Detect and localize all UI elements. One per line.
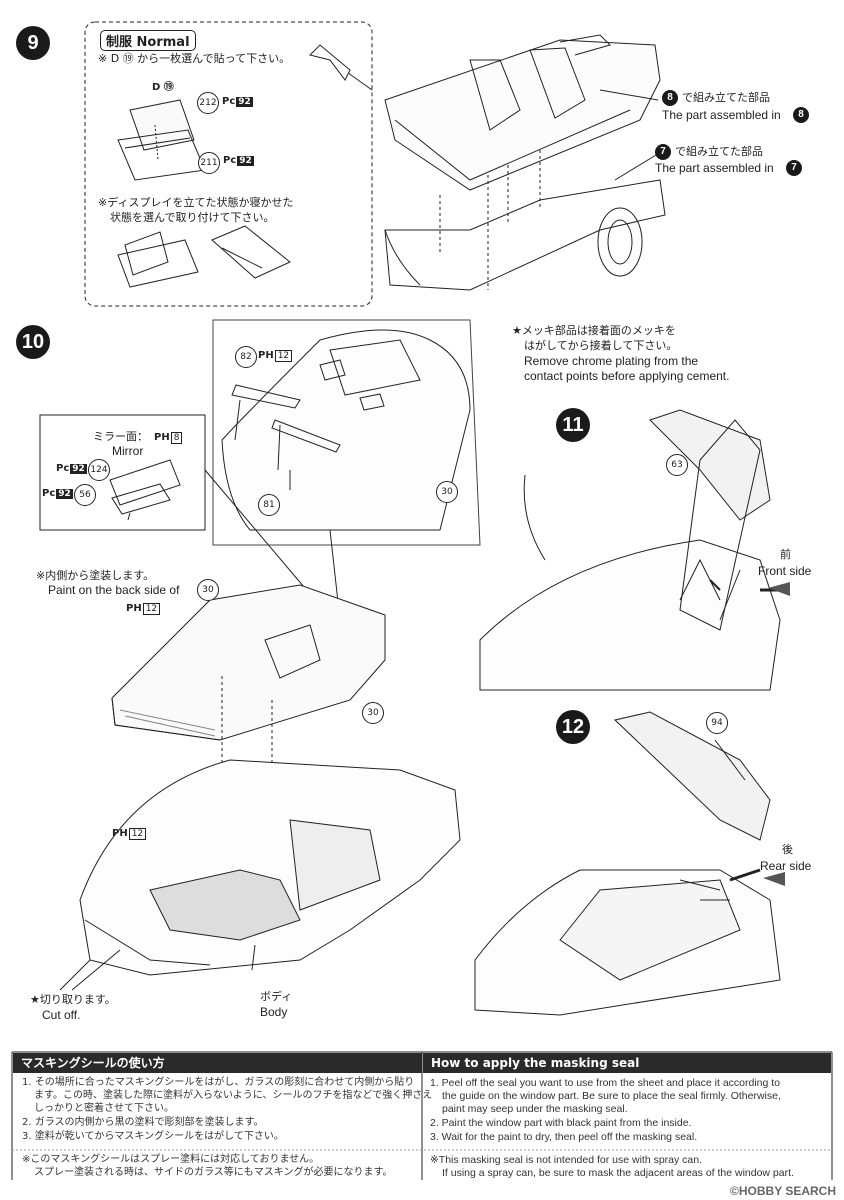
pc-num: 92 (237, 156, 254, 166)
masking-jp-n2: スプレー塗装される時は、サイドのガラス等にもマスキングが必要になります。 (34, 1167, 393, 1178)
mirror-en: Mirror (112, 444, 144, 458)
paint-note-en: Paint on the back side of (48, 583, 180, 597)
assembled7-en: The part assembled in (655, 161, 774, 175)
pc-text: Pc (56, 463, 70, 474)
masking-en-l3: 3. Wait for the paint to dry, then peel … (430, 1131, 698, 1143)
masking-jp-l3: 3. 塗料が乾いてからマスキングシールをはがして下さい。 (22, 1131, 284, 1142)
step9-label: 制服 Normal (100, 30, 196, 51)
cut-off-en: Cut off. (42, 1008, 81, 1022)
callout-30-top: 30 (436, 481, 458, 503)
step9-decal-ref: D ⑲ (152, 82, 174, 93)
pc-text: Pc (42, 488, 56, 499)
rear-side-jp: 後 (782, 843, 793, 856)
mirror-jp: ミラー面： (93, 430, 148, 443)
body-en: Body (260, 1005, 288, 1019)
ph-text: PH (258, 350, 274, 361)
front-side-en: Front side (758, 564, 812, 578)
callout-56: 56 (74, 484, 96, 506)
body-jp: ボディ (260, 990, 293, 1003)
masking-title-en: How to apply the masking seal (423, 1053, 831, 1073)
paint-note-jp: ※内側から塗装します。 (36, 569, 155, 582)
callout-124: 124 (88, 459, 110, 481)
ref-7-badge: 7 (655, 144, 671, 160)
mirror-ph-num: 8 (170, 432, 183, 444)
ph-num: 12 (274, 350, 293, 362)
assembled8-en: The part assembled in (662, 108, 781, 122)
callout-212: 212 (197, 92, 219, 114)
masking-jp-l1b: ます。この時、塗装した際に塗料が入らないように、シールのフチを指などで強く押さえ (34, 1090, 433, 1101)
pc-num: 92 (56, 489, 73, 499)
step-number-9: 9 (16, 26, 50, 60)
masking-en-n1: ※This masking seal is not intended for u… (430, 1154, 703, 1166)
display-note-2: 状態を選んで取り付けて下さい。 (110, 211, 275, 224)
ph-text: PH (126, 603, 142, 614)
pc-text: Pc (223, 155, 237, 166)
assembled8-jp: で組み立てた部品 (682, 91, 770, 104)
masking-en-l2: 2. Paint the window part with black pain… (430, 1117, 692, 1129)
rear-side-en: Rear side (760, 859, 812, 873)
ph-text: PH (154, 432, 170, 443)
callout-63: 63 (666, 454, 688, 476)
chrome-note-en-2: contact points before applying cement. (524, 369, 730, 383)
masking-jp-n1: ※このマスキングシールはスプレー塗料には対応しておりません。 (22, 1154, 320, 1165)
callout-30-paint: 30 (197, 579, 219, 601)
step-number-11: 11 (556, 408, 590, 442)
ref-8-badge: 8 (662, 90, 678, 106)
masking-en-l1c: paint may seep under the masking seal. (442, 1103, 628, 1115)
masking-jp-l1c: しっかりと密着させて下さい。 (34, 1103, 174, 1114)
cut-off-jp: ★切り取ります。 (30, 993, 116, 1006)
ph-num: 12 (128, 828, 147, 840)
front-side-jp: 前 (780, 548, 791, 561)
callout-81: 81 (258, 494, 280, 516)
chrome-note-jp-2: はがしてから接着して下さい。 (524, 339, 678, 352)
callout-211: 211 (198, 152, 220, 174)
assembled7-jp: で組み立てた部品 (675, 145, 763, 158)
chrome-note-en-1: Remove chrome plating from the (524, 354, 699, 368)
chrome-note-jp-1: ★メッキ部品は接着面のメッキを (512, 324, 676, 337)
callout-30-window: 30 (362, 702, 384, 724)
ref-7-badge-en: 7 (786, 160, 802, 176)
ref-8-badge-en: 8 (793, 107, 809, 123)
pc-text: Pc (222, 96, 236, 107)
masking-en-l1: 1. Peel off the seal you want to use fro… (430, 1077, 781, 1089)
masking-en-l1b: the guide on the window part. Be sure to… (442, 1090, 781, 1102)
step-number-12: 12 (556, 710, 590, 744)
masking-title-jp: マスキングシールの使い方 (13, 1053, 422, 1073)
pc-num: 92 (70, 464, 87, 474)
step9-choose-note: ※ D ⑲ から一枚選んで貼って下さい。 (98, 52, 291, 65)
masking-en-n2: If using a spray can, be sure to mask th… (442, 1167, 794, 1179)
watermark: ©HOBBY SEARCH (730, 1184, 836, 1198)
display-note-1: ※ディスプレイを立てた状態か寝かせた (98, 196, 294, 209)
callout-82: 82 (235, 346, 257, 368)
masking-jp-l1: 1. その場所に合ったマスキングシールをはがし、ガラスの彫刻に合わせて内側から貼… (22, 1077, 415, 1088)
masking-jp-l2: 2. ガラスの内側から黒の塗料で彫刻部を塗装します。 (22, 1117, 264, 1128)
callout-94: 94 (706, 712, 728, 734)
pc-num: 92 (236, 97, 253, 107)
ph-num: 12 (142, 603, 161, 615)
step-number-10: 10 (16, 325, 50, 359)
ph-text: PH (112, 828, 128, 839)
